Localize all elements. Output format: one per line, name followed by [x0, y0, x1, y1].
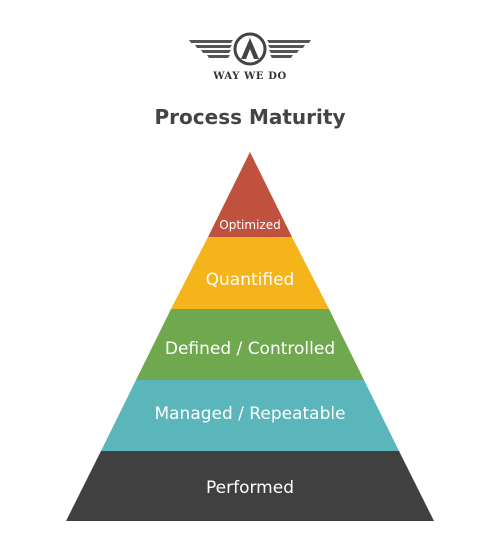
brand-name: WAY WE DO [213, 71, 287, 82]
page-title: Process Maturity [154, 105, 346, 129]
level-label-performed: Performed [206, 478, 294, 498]
level-optimized [208, 152, 292, 237]
level-label-optimized: Optimized [219, 218, 280, 232]
level-quantified [171, 237, 329, 309]
level-defined-controlled [136, 309, 364, 380]
level-label-quantified: Quantified [206, 270, 295, 290]
level-label-defined-controlled: Defined / Controlled [165, 339, 335, 359]
level-performed [66, 451, 434, 521]
winged-a-logo-icon [189, 32, 311, 66]
level-managed-repeatable [101, 380, 399, 451]
level-label-managed-repeatable: Managed / Repeatable [154, 404, 345, 424]
way-we-do-logo [185, 32, 315, 92]
